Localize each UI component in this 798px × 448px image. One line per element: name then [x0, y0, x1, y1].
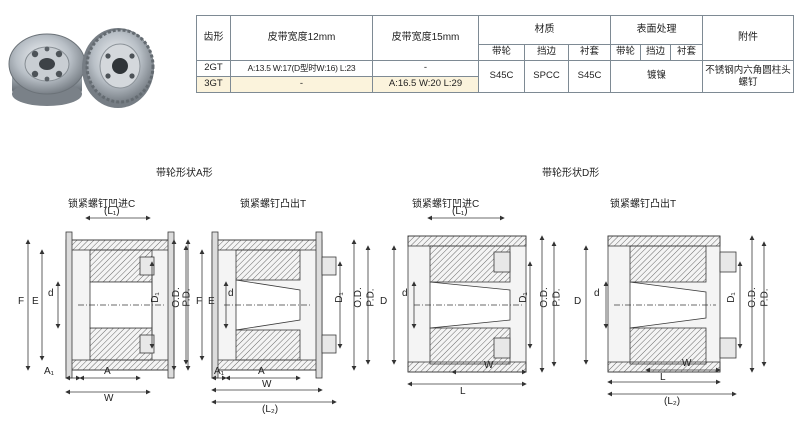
dim-label: W [682, 358, 692, 369]
header-belt-width-15: 皮带宽度15mm [372, 15, 479, 61]
header-material-pulley: 带轮 [478, 44, 525, 61]
dim-label: P.D. [551, 288, 563, 307]
caption-a-protruding: 锁紧螺钉凸出T [240, 199, 307, 210]
caption-d-recessed: 锁紧螺钉凹进C [412, 199, 480, 210]
header-material: 材质 [477, 15, 612, 45]
header-tooth-profile: 齿形 [196, 15, 231, 61]
dim-label: D₁ [149, 292, 161, 303]
section-title-a: 带轮形状A形 [156, 168, 213, 179]
material-sleeve-value: S45C [567, 60, 612, 93]
dim-label: F [18, 296, 25, 307]
spec-table: 齿形 皮带宽度12mm 皮带宽度15mm 材质 表面处理 附件 带轮 挡边 衬套… [196, 15, 795, 93]
dim-label: P.D. [181, 288, 193, 307]
dim-label: A₁ [214, 366, 225, 377]
dim-label: (L₁) [452, 206, 468, 217]
drawing-a-protruding [185, 231, 371, 405]
accessory-value: 不锈钢内六角圆柱头螺钉 [702, 60, 795, 93]
header-surface-pulley: 带轮 [610, 44, 642, 61]
dim-label: d [228, 288, 234, 299]
header-belt-width-12: 皮带宽度12mm [230, 15, 373, 61]
table-row: 3GT - A:16.5 W:20 L:29 [196, 76, 794, 93]
dim-label: (L₂) [664, 396, 681, 407]
material-pulley-value: S45C [478, 60, 525, 93]
dim-label: A₁ [44, 366, 55, 377]
dim-label: (L₁) [104, 206, 120, 217]
section-title-d: 带轮形状D形 [542, 168, 600, 179]
header-accessory: 附件 [702, 15, 795, 61]
dim-label: D₁ [517, 292, 529, 303]
dim-label: E [32, 296, 39, 307]
table-row: 2GT A:13.5 W:17(D型时W:16) L:23 - S45C SPC… [196, 60, 795, 93]
dim-label: O.D. [538, 287, 550, 308]
dim-label: A [104, 366, 111, 377]
dim-label: O.D. [352, 287, 364, 308]
dim-label: L [460, 386, 466, 397]
dim-label: O.D. [170, 287, 182, 308]
dim-label: D₁ [333, 292, 345, 303]
dim-label: D₁ [725, 292, 737, 303]
dim-label: (L₂) [262, 404, 279, 415]
dim-label: A [258, 366, 265, 377]
dim-label: E [208, 296, 215, 307]
pulley-image-b [82, 28, 155, 108]
header-surface-sleeve: 衬套 [670, 44, 704, 61]
dim-label: F [196, 296, 203, 307]
dim-label: P.D. [365, 288, 377, 307]
dim-label: d [594, 288, 600, 299]
dim-label: W [104, 393, 114, 404]
caption-a-recessed: 锁紧螺钉凹进C [68, 199, 136, 210]
row-3gt-w15: A:16.5 W:20 L:29 [372, 76, 479, 93]
dim-label: D [380, 296, 388, 307]
dim-label: O.D. [746, 287, 758, 308]
caption-d-protruding: 锁紧螺钉凸出T [610, 199, 677, 210]
dim-label: L [660, 372, 666, 383]
row-2gt-w15: - [372, 60, 479, 77]
dim-label: D [574, 296, 582, 307]
header-surface-treatment: 表面处理 [610, 15, 704, 45]
product-photo [8, 28, 155, 108]
dim-label: d [48, 288, 54, 299]
pulley-image-a [8, 33, 86, 106]
row-3gt-tooth: 3GT [196, 76, 231, 93]
row-3gt-w12: - [230, 76, 373, 93]
dim-label: P.D. [759, 288, 771, 307]
drawing-d-recessed [391, 215, 557, 387]
dim-label: W [262, 379, 272, 390]
dim-label: W [484, 360, 494, 371]
dim-label: d [402, 288, 408, 299]
drawing-d-protruding [583, 235, 767, 397]
row-2gt-tooth: 2GT [196, 60, 231, 77]
surface-treatment-value: 镀镍 [610, 60, 704, 93]
drawing-a-recessed [25, 215, 189, 395]
